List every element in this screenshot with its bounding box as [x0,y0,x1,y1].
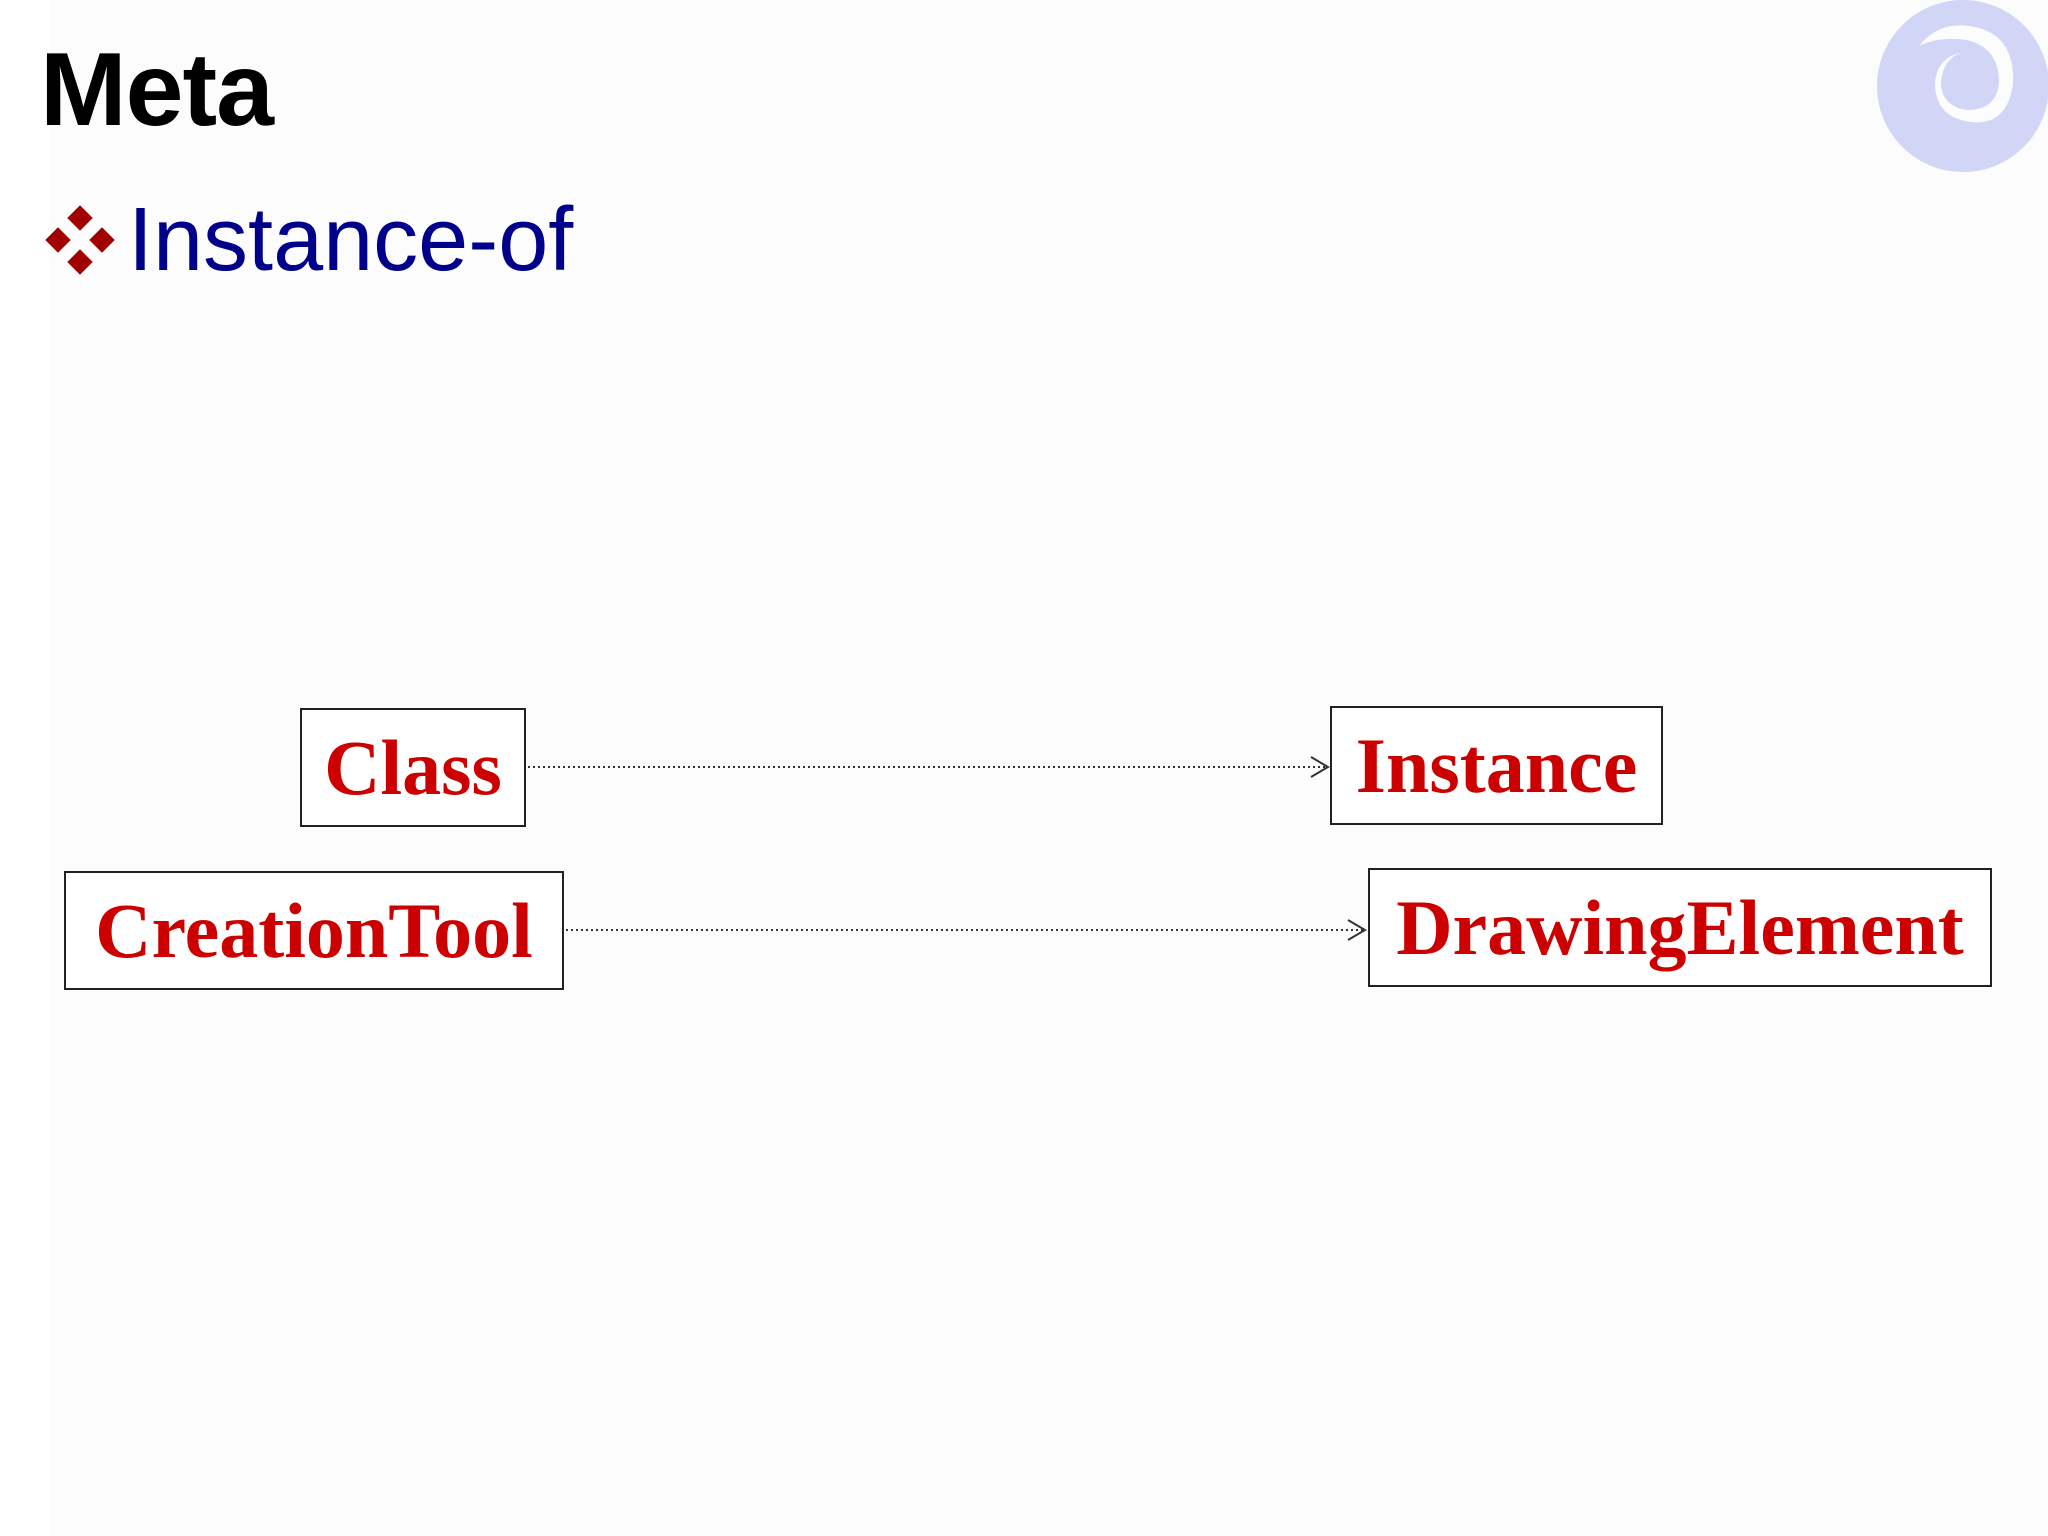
diamond-cluster-icon [45,205,115,275]
bullet-text: Instance-of [128,190,574,290]
node-drawingelement: DrawingElement [1368,868,1992,987]
bullet-item: Instance-of [44,185,573,295]
node-creationtool: CreationTool [64,871,564,990]
crescent-ring-logo-icon [1877,0,2048,172]
slide-title: Meta [40,32,274,148]
arrowhead-open-icon [1347,919,1367,941]
slide-margin [0,0,50,1536]
node-instance: Instance [1330,706,1663,825]
arrowhead-open-icon [1310,756,1330,778]
node-class: Class [300,708,526,827]
